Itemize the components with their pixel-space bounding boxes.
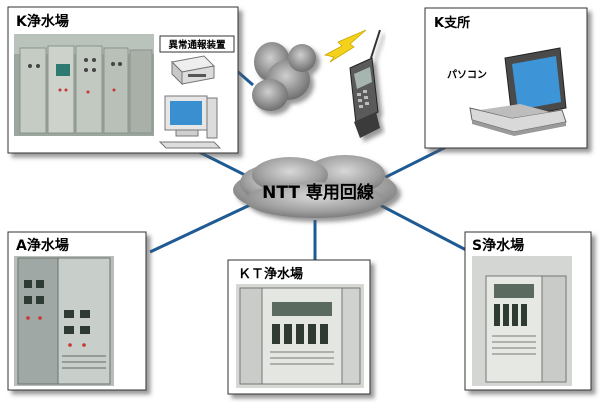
link-s-plant <box>379 203 471 254</box>
network-label: NTT 専用回線 <box>262 182 374 203</box>
kt-plant-photo <box>236 284 364 388</box>
link-a-plant <box>149 203 251 254</box>
small-cloud <box>252 42 316 111</box>
kt-plant-panel: ＫＴ浄水場 <box>227 259 371 395</box>
kt-plant-label: ＫＴ浄水場 <box>238 266 303 282</box>
monitor-icon <box>158 95 222 149</box>
printer-icon <box>170 55 216 86</box>
pc-label: パソコン <box>447 69 487 81</box>
k-plant-label: K浄水場 <box>16 13 69 30</box>
mobile-phone-icon <box>349 29 381 138</box>
k-branch-label: K支所 <box>434 15 470 31</box>
laptop-icon <box>469 47 567 136</box>
a-plant-photo <box>14 256 114 386</box>
alarm-device-label: 異常通報装置 <box>168 39 226 51</box>
k-plant-panel: K浄水場 異常通報装置 <box>7 6 239 154</box>
s-plant-label: S浄水場 <box>472 237 524 254</box>
lightning-icon <box>323 29 367 63</box>
ntt-cloud <box>233 155 397 218</box>
a-plant-panel: A浄水場 <box>7 231 147 391</box>
s-plant-photo <box>472 256 572 386</box>
k-branch-panel: K支所 パソコン <box>424 7 588 149</box>
a-plant-label: A浄水場 <box>16 237 69 254</box>
k-plant-photo <box>14 34 154 136</box>
s-plant-panel: S浄水場 <box>464 231 592 391</box>
link-k-branch <box>379 143 451 182</box>
